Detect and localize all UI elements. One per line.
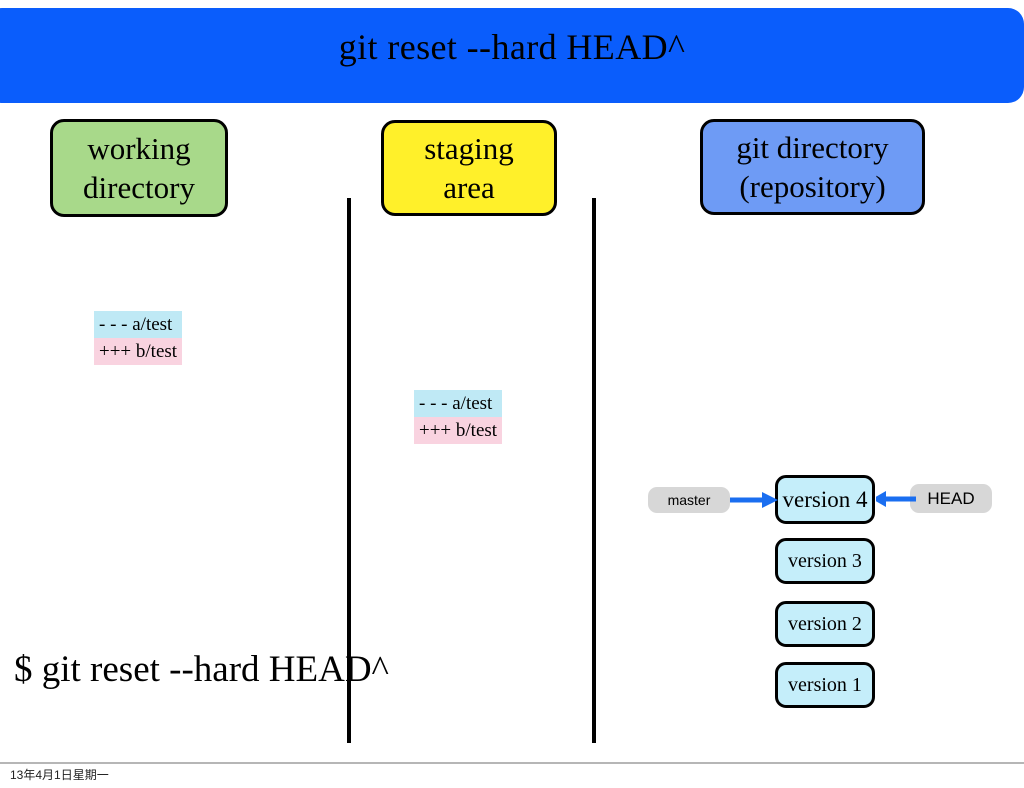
column-label-line2: (repository) — [739, 169, 886, 204]
ref-label: HEAD — [927, 488, 975, 508]
column-header-git-directory: git directory (repository) — [700, 119, 925, 215]
arrow-master-to-version4 — [730, 492, 778, 508]
divider-line-left — [347, 198, 351, 743]
version-box-4[interactable]: version 4 — [775, 475, 875, 524]
ref-pill-head[interactable]: HEAD — [910, 484, 992, 513]
column-label-line2: area — [443, 170, 495, 205]
version-box-1[interactable]: version 1 — [775, 662, 875, 708]
command-line-text: $ git reset --hard HEAD^ — [14, 649, 389, 690]
ref-label: master — [667, 492, 711, 508]
footer-date: 13年4月1日星期一 — [10, 768, 109, 782]
header-bar — [0, 8, 1024, 103]
version-label: version 4 — [782, 486, 868, 512]
column-label-line2: directory — [83, 170, 195, 205]
diff-added-line: +++ b/test — [414, 417, 503, 444]
column-label-line1: staging — [424, 131, 514, 166]
diff-block-staging-area: - - - a/test +++ b/test — [414, 390, 503, 444]
version-box-3[interactable]: version 3 — [775, 538, 875, 584]
diff-removed-line: - - - a/test — [414, 390, 503, 417]
version-box-2[interactable]: version 2 — [775, 601, 875, 647]
diff-added-line: +++ b/test — [94, 338, 183, 365]
column-label-line1: working — [87, 131, 191, 166]
column-header-working-directory: working directory — [50, 119, 228, 217]
ref-pill-master[interactable]: master — [648, 487, 730, 513]
footer-divider — [0, 762, 1024, 764]
diff-removed-line: - - - a/test — [94, 311, 183, 338]
divider-line-right — [592, 198, 596, 743]
column-header-staging-area: staging area — [381, 120, 557, 216]
version-label: version 2 — [788, 612, 862, 635]
version-label: version 1 — [788, 673, 862, 696]
diff-block-working-directory: - - - a/test +++ b/test — [94, 311, 183, 365]
column-label-line1: git directory — [736, 130, 889, 165]
version-label: version 3 — [788, 549, 862, 572]
page-title: git reset --hard HEAD^ — [338, 27, 686, 67]
arrow-head-to-version4 — [876, 491, 916, 507]
